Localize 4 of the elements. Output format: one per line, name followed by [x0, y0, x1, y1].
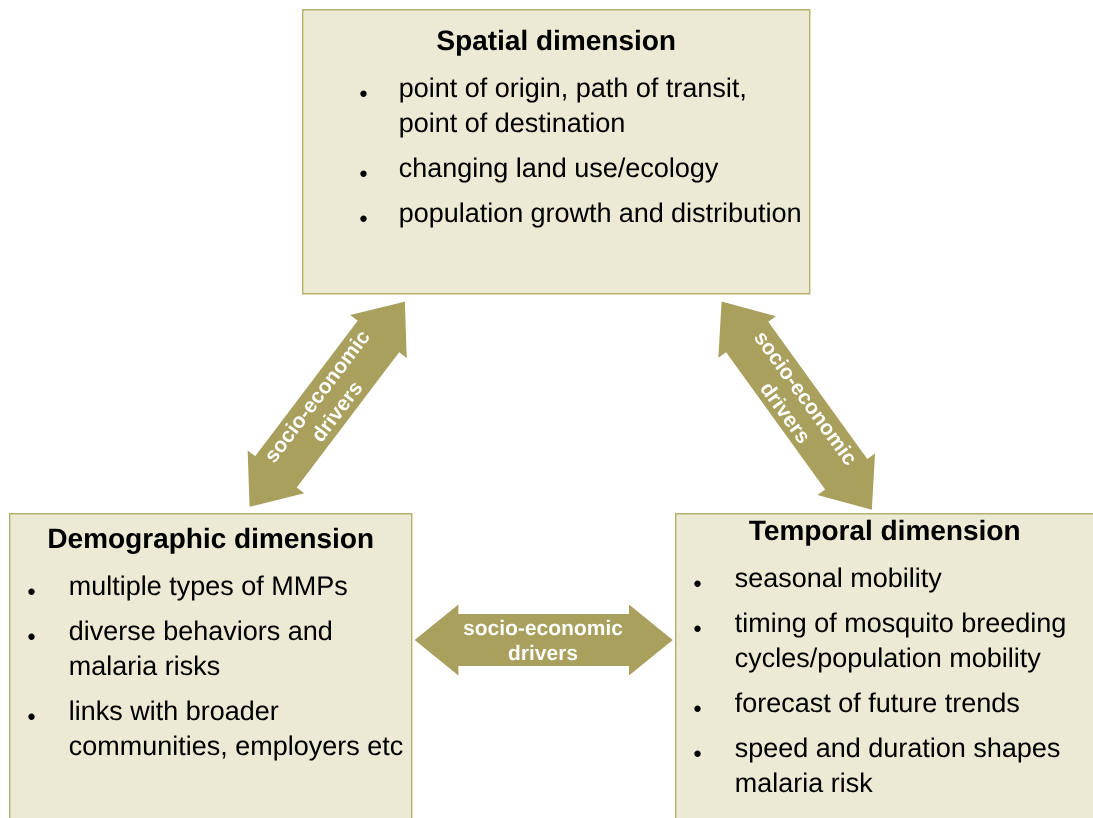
edge-label: socio-economic drivers — [463, 619, 623, 661]
dimension-box: Demographic dimension multiple types of MMPs diverse behaviors and malaria risks links with broader communities, employers etc — [9, 513, 413, 818]
dimension-box: Temporal dimension seasonal mobility timing of mosquito breeding cycles/population mobility forecast of future trends speed and duration shapes malaria risk — [675, 513, 1093, 818]
dimension-box: Spatial dimension point of origin, path of transit, point of destination changing land use/ecology population growth and distribution — [302, 9, 811, 295]
